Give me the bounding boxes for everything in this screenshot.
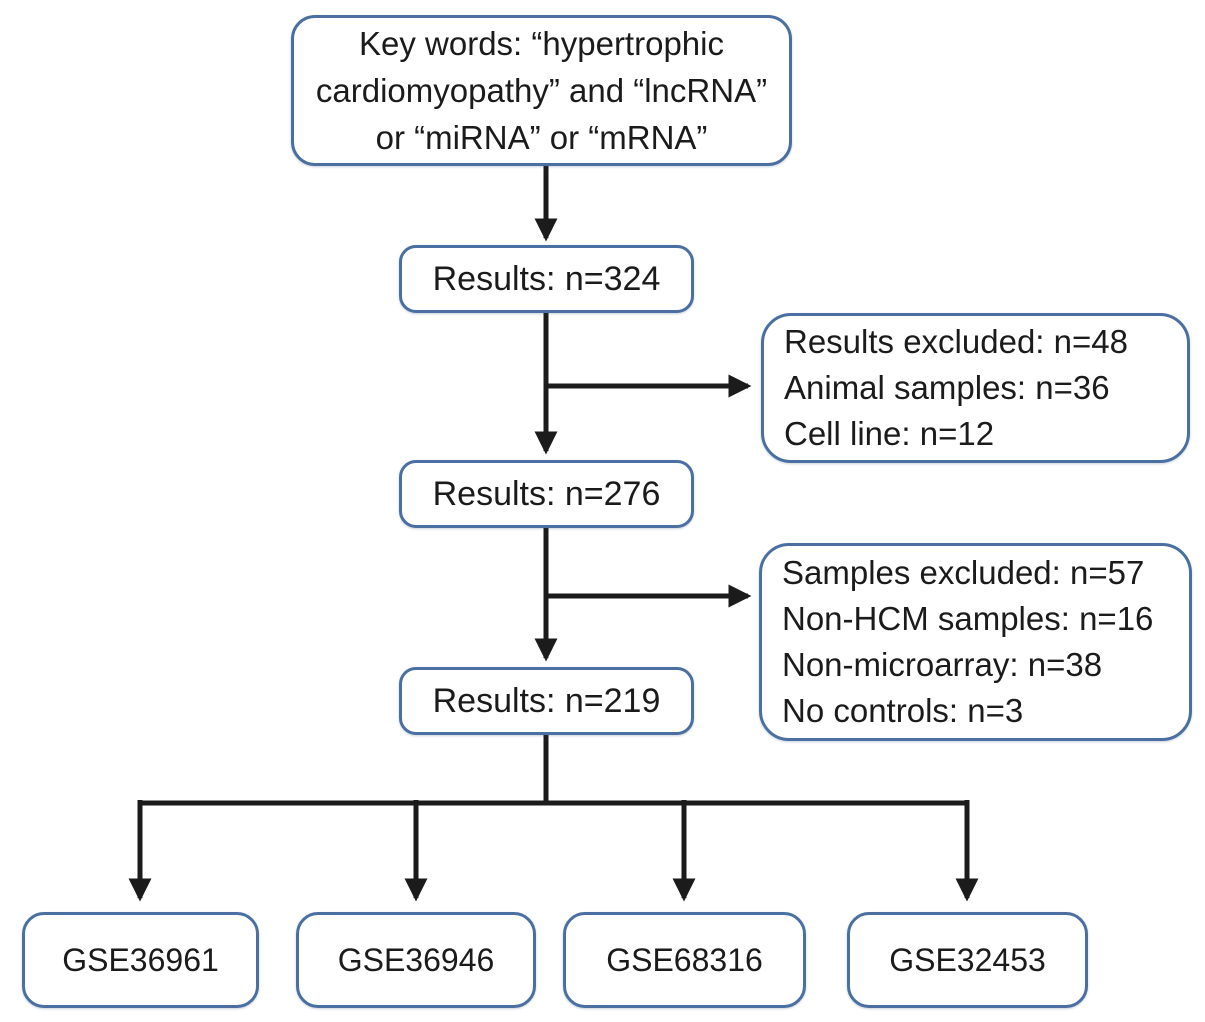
- dataset-box-gse68316: GSE68316: [563, 912, 806, 1008]
- keywords-line: cardiomyopathy” and “lncRNA”: [315, 72, 768, 109]
- keywords-line: or “miRNA” or “mRNA”: [375, 119, 708, 156]
- exclusions-2-box: Samples excluded: n=57 Non-HCM samples: …: [759, 543, 1192, 741]
- dataset-label: GSE32453: [889, 941, 1046, 978]
- results-276-label: Results: n=276: [432, 474, 661, 513]
- results-276-box: Results: n=276: [399, 460, 694, 528]
- exclusion-line: No controls: n=3: [782, 692, 1024, 729]
- exclusion-line: Results excluded: n=48: [784, 323, 1128, 360]
- dataset-label: GSE36946: [337, 941, 495, 978]
- results-324-box: Results: n=324: [399, 245, 694, 313]
- exclusion-line: Cell line: n=12: [784, 415, 995, 452]
- results-324-label: Results: n=324: [432, 259, 661, 298]
- exclusions-1-box: Results excluded: n=48 Animal samples: n…: [761, 313, 1190, 463]
- keywords-box: Key words: “hypertrophic cardiomyopathy”…: [291, 15, 792, 166]
- dataset-label: GSE68316: [606, 941, 763, 978]
- dataset-label: GSE36961: [62, 941, 219, 978]
- dataset-box-gse36961: GSE36961: [22, 912, 259, 1008]
- keywords-line: Key words: “hypertrophic: [359, 25, 724, 62]
- exclusion-line: Samples excluded: n=57: [782, 554, 1145, 591]
- exclusion-line: Non-HCM samples: n=16: [782, 600, 1154, 637]
- results-219-label: Results: n=219: [432, 681, 661, 720]
- dataset-box-gse36946: GSE36946: [296, 912, 536, 1008]
- dataset-box-gse32453: GSE32453: [847, 912, 1088, 1008]
- exclusion-line: Animal samples: n=36: [784, 369, 1110, 406]
- results-219-box: Results: n=219: [399, 667, 694, 735]
- exclusion-line: Non-microarray: n=38: [782, 646, 1103, 683]
